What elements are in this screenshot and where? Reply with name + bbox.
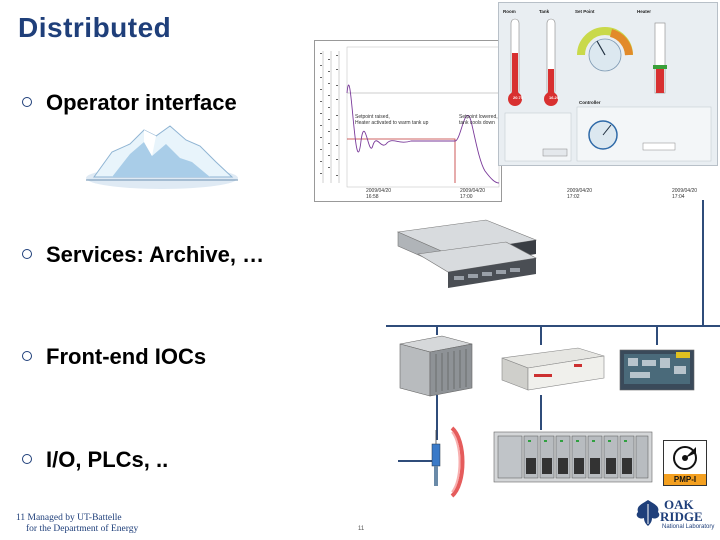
bullet-dot-icon [22,249,32,260]
trend-chart-svg [320,46,500,188]
controller-mode-field[interactable] [642,142,676,151]
bullet-dot-icon [22,351,32,362]
heater-bar-fill [656,67,664,93]
x-tick-label: 2009/04/20 17:00 [460,188,486,200]
archive-servers [396,219,538,288]
controller-ok-button[interactable] [542,148,568,157]
tank-thermometer-fill [548,69,554,95]
tank-thermometer-bulb [544,92,558,106]
controller-label: Controller [579,100,601,105]
plot-area [346,46,500,188]
pmp-device: PMP-I [663,440,707,486]
room-thermometer-bulb [508,92,522,106]
bullet-dot-icon [22,454,32,465]
box-led [574,364,582,367]
network-bus [386,325,720,327]
bullet-text: I/O, PLCs, .. [46,447,169,472]
setpoint-gauge-arc-high [609,29,633,56]
logo-oak: OAK [664,497,694,512]
plc-rack [493,431,653,483]
operator-panel: Room Tank Set Point Heater 20.75 16.20 C… [498,2,718,166]
y-ticks [322,51,340,183]
logo-ridge: RIDGE [660,509,703,524]
footer-line1: 11 Managed by UT-Battelle [16,513,122,523]
server-drive-bays [454,268,520,280]
bullet-dot-icon [22,97,32,108]
page-number: 11 [358,526,365,532]
network-trunk [702,200,704,327]
board-chips [628,358,686,378]
plc-leds [528,440,627,442]
signal-arc-inner [451,431,461,493]
bullet-text: Front-end IOCs [46,344,207,369]
bullet-io-plcs: I/O, PLCs, .. [22,447,168,473]
bullet-operator-interface: Operator interface [22,90,237,116]
board-connector [676,352,690,358]
setpoint-gauge-needle [596,40,606,56]
chassis-slots [435,349,467,392]
panel-header-room: Room [503,9,516,14]
heater-slider-handle [653,65,667,69]
ioc-box [501,347,605,391]
io-link-line [398,460,438,462]
trend-chart: Setpoint raised, Heater activated to war… [314,40,502,202]
oak-leaf-logo-icon [636,500,660,526]
controller-dial-needle [602,124,612,136]
logo-national-lab: National Laboratory [662,524,715,530]
network-drop [540,325,542,345]
iceberg-illustration [86,125,238,189]
iceberg-shade [112,142,210,177]
network-drop [540,395,542,430]
network-drop [436,325,438,335]
ioc-board [619,349,695,391]
signal-arc-icon [450,426,465,498]
pmp-pump-icon [664,441,706,475]
footer-line2: for the Department of Energy [26,524,139,534]
room-value: 20.75 [513,95,524,100]
network-drop [656,325,658,345]
pmp-label: PMP-I [664,474,706,485]
chassis-front [399,343,431,397]
panel-header-heater: Heater [637,9,652,14]
plc-terminals [526,458,632,474]
bullet-text: Services: Archive, … [46,242,265,267]
bullet-text: Operator interface [46,90,237,115]
box-side [527,355,605,391]
box-label-stripe [534,374,552,377]
ioc-chassis [399,335,473,397]
x-tick-label: 2009/04/20 16:58 [366,188,392,200]
temperature-trace [346,84,500,184]
chart-annotation-raised: Setpoint raised, Heater activated to war… [355,114,428,126]
panel-graphics [504,18,712,162]
x-tick-label: 2009/04/20 17:02 [567,188,593,200]
panel-header-tank: Tank [539,9,550,14]
x-tick-label: 2009/04/20 17:04 [672,188,698,200]
chart-annotation-lowered: Setpoint lowered, tank cools down [459,114,498,126]
chassis-side [429,343,473,397]
room-thermometer-fill [512,53,518,95]
footer-text: 11 Managed by UT-Battelle for the Depart… [16,513,138,535]
io-link-line [436,395,438,440]
heater-trace [347,138,456,183]
iceberg-highlight [144,130,156,156]
bullet-front-end-iocs: Front-end IOCs [22,344,206,370]
y-tick-marks [320,53,338,176]
io-sensor [431,426,465,498]
tank-value: 16.20 [549,95,560,100]
sensor-probe [434,466,438,486]
panel-header-setpoint: Set Point [575,9,595,14]
bullet-services: Services: Archive, … [22,242,264,268]
slide-title: Distributed [18,12,172,43]
sensor-body [431,443,441,467]
